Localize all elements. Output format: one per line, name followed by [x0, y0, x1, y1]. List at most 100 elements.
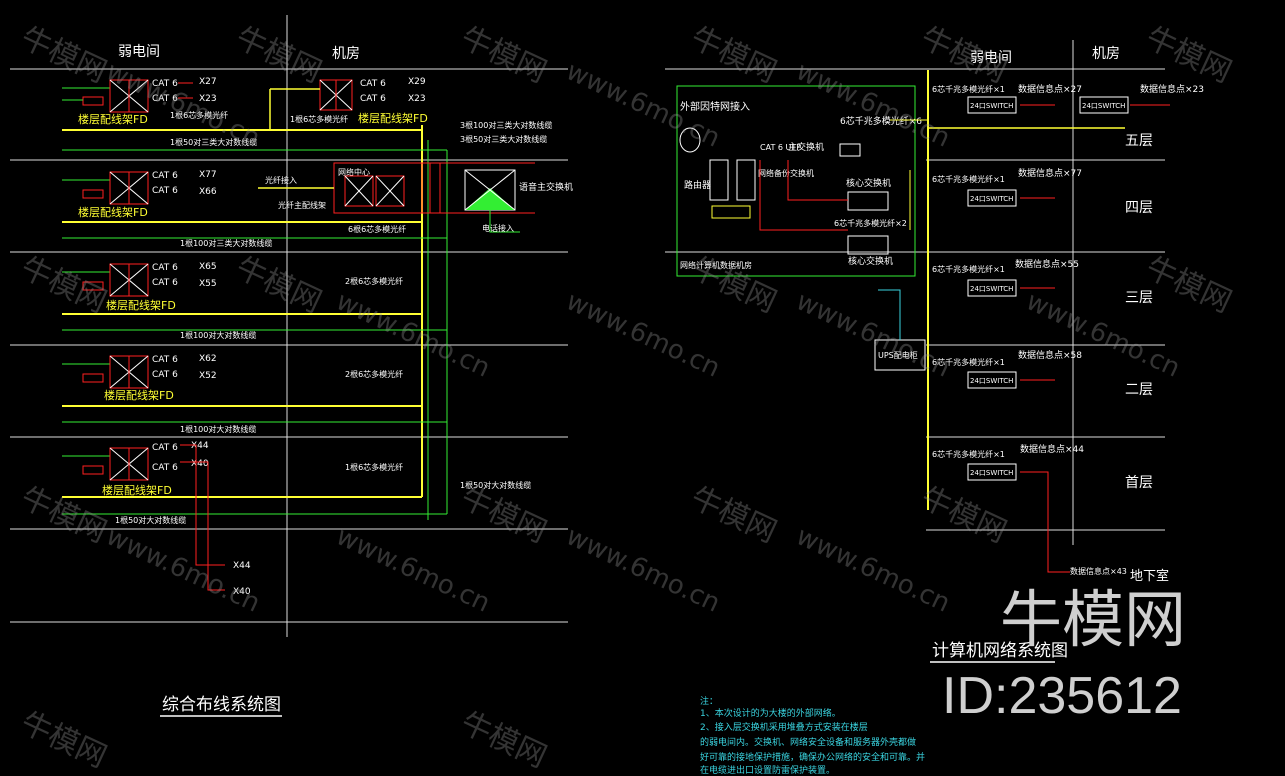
f5-fd: 楼层配线架FD — [78, 112, 148, 126]
svg-text:CAT 6 UTP: CAT 6 UTP — [760, 143, 801, 152]
svg-text:X29: X29 — [408, 77, 426, 87]
svg-text:三层: 三层 — [1125, 290, 1153, 306]
svg-text:1根100对大对数线缆: 1根100对大对数线缆 — [180, 424, 256, 434]
svg-text:数据信息点×55: 数据信息点×55 — [1015, 258, 1079, 270]
svg-text:X44: X44 — [233, 561, 251, 571]
svg-text:24口SWITCH: 24口SWITCH — [970, 377, 1013, 385]
svg-text:X44: X44 — [191, 441, 209, 451]
svg-text:6芯千兆多模光纤×1: 6芯千兆多模光纤×1 — [932, 174, 1005, 184]
svg-text:1根6芯多模光纤: 1根6芯多模光纤 — [290, 114, 348, 124]
svg-text:CAT 6: CAT 6 — [152, 79, 178, 89]
svg-text:网络计算机数据机房: 网络计算机数据机房 — [680, 260, 752, 270]
f5-x1: X27 — [199, 77, 217, 87]
brand-id: ID:235612 — [942, 667, 1182, 725]
right-floor-3: 6芯千兆多模光纤×1 24口SWITCH 数据信息点×55 三层 — [932, 258, 1153, 306]
svg-text:CAT 6: CAT 6 — [152, 463, 178, 473]
svg-text:好可靠的接地保护措施，确保办公网络的安全和可靠。并: 好可靠的接地保护措施，确保办公网络的安全和可靠。并 — [700, 751, 925, 763]
svg-text:CAT 6: CAT 6 — [152, 186, 178, 196]
svg-text:楼层配线架FD: 楼层配线架FD — [102, 483, 172, 497]
svg-text:6芯千兆多模光纤×1: 6芯千兆多模光纤×1 — [932, 357, 1005, 367]
left-floor-3: CAT 6 CAT 6 X65 X55 楼层配线架FD 1根100对大对数线缆 — [62, 262, 447, 340]
svg-text:数据信息点×27: 数据信息点×27 — [1018, 83, 1082, 95]
left-floor-4: CAT 6 CAT 6 X77 X66 楼层配线架FD 1根100对三类大对数线… — [62, 170, 447, 248]
svg-text:数据信息点×23: 数据信息点×23 — [1140, 83, 1204, 95]
svg-text:路由器: 路由器 — [684, 179, 711, 191]
svg-text:CAT 6: CAT 6 — [152, 263, 178, 273]
svg-text:1根50对大对数线缆: 1根50对大对数线缆 — [115, 515, 186, 525]
svg-text:CAT 6: CAT 6 — [152, 443, 178, 453]
svg-text:数据信息点×77: 数据信息点×77 — [1018, 167, 1082, 179]
left-cabling-diagram: 弱电间 机房 CAT 6 CAT 6 X27 X23 — [10, 15, 573, 717]
svg-text:注：: 注： — [700, 695, 718, 707]
svg-text:6芯千兆多模光纤×1: 6芯千兆多模光纤×1 — [932, 84, 1005, 94]
svg-text:UPS配电柜: UPS配电柜 — [878, 350, 918, 360]
svg-text:四层: 四层 — [1125, 200, 1153, 216]
svg-text:2根6芯多模光纤: 2根6芯多模光纤 — [345, 276, 403, 286]
svg-text:核心交换机: 核心交换机 — [846, 177, 891, 189]
svg-text:CAT 6: CAT 6 — [152, 278, 178, 288]
svg-text:X55: X55 — [199, 279, 217, 289]
svg-text:在电缆进出口设置防雷保护装置。: 在电缆进出口设置防雷保护装置。 — [700, 764, 835, 775]
svg-text:6芯千兆多模光纤×1: 6芯千兆多模光纤×1 — [932, 264, 1005, 274]
svg-text:24口SWITCH: 24口SWITCH — [970, 469, 1013, 477]
svg-text:X62: X62 — [199, 354, 217, 364]
svg-text:X52: X52 — [199, 371, 217, 381]
svg-text:网络中心: 网络中心 — [338, 167, 370, 177]
svg-text:外部因特网接入: 外部因特网接入 — [680, 100, 750, 113]
left-header-machine-room: 机房 — [332, 46, 360, 62]
svg-text:光纤接入: 光纤接入 — [265, 175, 297, 185]
svg-text:X65: X65 — [199, 262, 217, 272]
svg-text:2根6芯多模光纤: 2根6芯多模光纤 — [345, 369, 403, 379]
svg-text:3根50对三类大对数线缆: 3根50对三类大对数线缆 — [460, 134, 547, 144]
svg-text:CAT 6: CAT 6 — [360, 94, 386, 104]
svg-text:网络备份交换机: 网络备份交换机 — [758, 168, 814, 178]
svg-text:6根6芯多模光纤: 6根6芯多模光纤 — [348, 224, 406, 234]
svg-text:3根100对三类大对数线缆: 3根100对三类大对数线缆 — [460, 120, 552, 130]
notes: 注： 1、本次设计的为大楼的外部网络。 2、接入层交换机采用堆叠方式安装在楼层 … — [700, 695, 925, 775]
right-floor-5: 6芯千兆多模光纤×1 24口SWITCH 数据信息点×27 数据信息点×23 2… — [928, 83, 1204, 149]
svg-text:24口SWITCH: 24口SWITCH — [970, 195, 1013, 203]
svg-text:X77: X77 — [199, 170, 217, 180]
svg-text:光纤主配线架: 光纤主配线架 — [278, 200, 326, 210]
right-floor-1: 6芯千兆多模光纤×1 24口SWITCH 数据信息点×44 首层 数据信息点×4… — [932, 443, 1169, 584]
svg-text:机房: 机房 — [1092, 46, 1120, 62]
svg-text:X66: X66 — [199, 187, 217, 197]
svg-text:数据信息点×58: 数据信息点×58 — [1018, 349, 1082, 361]
svg-text:楼层配线架FD: 楼层配线架FD — [104, 388, 174, 402]
left-header-weak-room: 弱电间 — [118, 44, 160, 60]
svg-text:1根100对三类大对数线缆: 1根100对三类大对数线缆 — [180, 238, 272, 248]
svg-text:1根6芯多模光纤: 1根6芯多模光纤 — [170, 110, 228, 120]
right-diagram-title: 计算机网络系统图 — [932, 641, 1068, 661]
svg-text:6芯千兆多模光纤×2: 6芯千兆多模光纤×2 — [834, 218, 907, 228]
svg-text:楼层配线架FD: 楼层配线架FD — [106, 298, 176, 312]
left-floor-2: CAT 6 CAT 6 X62 X52 楼层配线架FD 1根100对大对数线缆 — [62, 354, 447, 434]
svg-text:1、本次设计的为大楼的外部网络。: 1、本次设计的为大楼的外部网络。 — [700, 707, 841, 719]
svg-text:弱电间: 弱电间 — [970, 50, 1012, 66]
svg-text:CAT 6: CAT 6 — [152, 370, 178, 380]
svg-text:首层: 首层 — [1125, 475, 1153, 491]
svg-text:电话接入: 电话接入 — [482, 223, 514, 233]
svg-text:24口SWITCH: 24口SWITCH — [970, 285, 1013, 293]
svg-text:楼层配线架FD: 楼层配线架FD — [358, 111, 428, 125]
svg-text:数据信息点×43: 数据信息点×43 — [1070, 566, 1127, 576]
right-floor-2: 6芯千兆多模光纤×1 24口SWITCH 数据信息点×58 二层 — [932, 349, 1153, 398]
svg-text:1根50对三类大对数线缆: 1根50对三类大对数线缆 — [170, 137, 257, 147]
svg-text:的弱电间内。交换机、网络安全设备和服务器外壳都做: 的弱电间内。交换机、网络安全设备和服务器外壳都做 — [700, 736, 916, 748]
brand-logo: 牛模网 — [1000, 583, 1187, 656]
left-machine-room: CAT 6 CAT 6 X29 X23 楼层配线架FD 1根6芯多模光纤 3根1… — [258, 77, 573, 490]
svg-text:二层: 二层 — [1125, 382, 1153, 398]
svg-text:核心交换机: 核心交换机 — [848, 255, 893, 267]
svg-text:2、接入层交换机采用堆叠方式安装在楼层: 2、接入层交换机采用堆叠方式安装在楼层 — [700, 721, 868, 733]
svg-text:主交换机: 主交换机 — [788, 141, 824, 153]
svg-text:6芯千兆多模光纤×1: 6芯千兆多模光纤×1 — [932, 449, 1005, 459]
right-network-diagram: 弱电间 机房 外部因特网接入 路由器 CAT 6 UTP 网络备份交换机 主交换… — [665, 40, 1204, 775]
svg-text:X40: X40 — [233, 587, 251, 597]
left-floor-5: CAT 6 CAT 6 X27 X23 楼层配线架FD 1根6芯多模光纤 1根5… — [62, 77, 447, 151]
svg-text:五层: 五层 — [1125, 133, 1153, 149]
svg-text:CAT 6: CAT 6 — [152, 171, 178, 181]
svg-text:CAT 6: CAT 6 — [152, 355, 178, 365]
svg-text:24口SWITCH: 24口SWITCH — [970, 102, 1013, 110]
left-diagram-title: 综合布线系统图 — [162, 695, 281, 715]
svg-text:1根6芯多模光纤: 1根6芯多模光纤 — [345, 462, 403, 472]
